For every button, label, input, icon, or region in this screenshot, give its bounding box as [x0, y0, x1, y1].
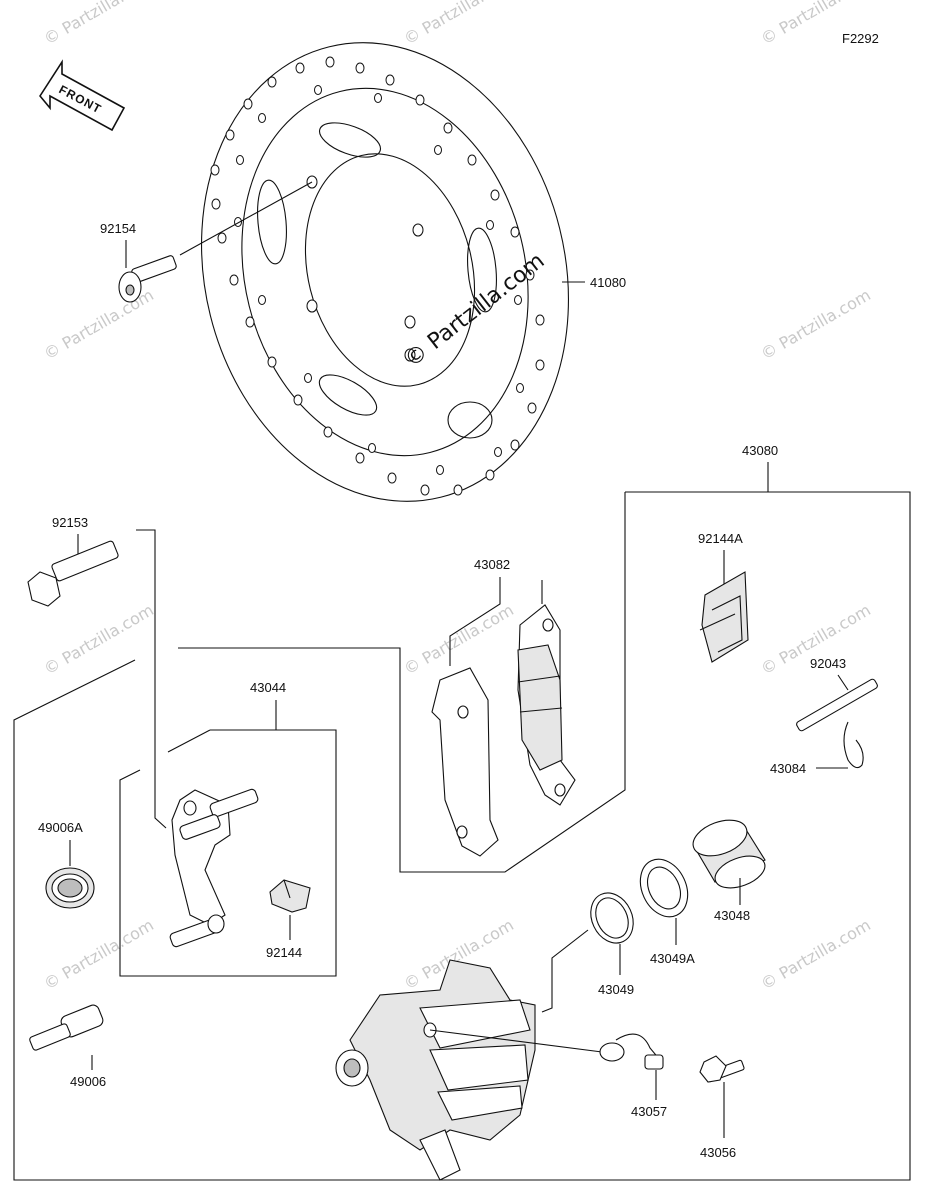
assembly-outline [13, 491, 911, 1181]
watermark: © Partzilla.com [41, 0, 157, 48]
bracket-outline [119, 729, 337, 977]
watermark: © Partzilla.com [41, 915, 157, 993]
dust-seal [639, 858, 689, 918]
part-label-43056[interactable]: 43056 [700, 1145, 736, 1160]
leader-line [136, 529, 167, 829]
leader-line [449, 577, 501, 666]
bracket-outline [167, 729, 211, 753]
front-arrow-icon: FRONT [39, 59, 126, 132]
pin-boot [45, 867, 95, 909]
part-label-43084[interactable]: 43084 [770, 761, 806, 776]
watermark: © Partzilla.com [401, 600, 517, 678]
pad-pin [796, 678, 878, 732]
caliper-bolt [27, 540, 119, 607]
watermark: © Partzilla.com [41, 600, 157, 678]
brake-disc [201, 42, 569, 502]
disc-bolt [118, 255, 177, 303]
part-label-43082[interactable]: 43082 [474, 557, 510, 572]
part-label-92144A[interactable]: 92144A [698, 531, 743, 546]
part-label-41080[interactable]: 41080 [590, 275, 626, 290]
part-label-92144[interactable]: 92144 [266, 945, 302, 960]
caliper-piston [692, 819, 766, 889]
leader-line [429, 1029, 603, 1053]
bleed-valve [699, 1055, 745, 1083]
part-label-92153[interactable]: 92153 [52, 515, 88, 530]
watermark: © Partzilla.com [401, 0, 517, 48]
brake-pad-front [517, 604, 576, 806]
part-label-49006[interactable]: 49006 [70, 1074, 106, 1089]
caliper-bracket [169, 788, 259, 948]
part-label-49006A[interactable]: 49006A [38, 820, 83, 835]
brake-pad-rear [431, 667, 499, 857]
pin-clip [843, 721, 864, 769]
leader-line [179, 181, 313, 256]
brake-caliper [335, 959, 536, 1181]
bracket-clip [269, 879, 311, 913]
part-label-43049[interactable]: 43049 [598, 982, 634, 997]
part-label-43049A[interactable]: 43049A [650, 951, 695, 966]
pad-outline [178, 492, 626, 873]
watermark: © Partzilla.com [758, 285, 874, 363]
pad-spring [699, 571, 749, 663]
part-label-43080[interactable]: 43080 [742, 443, 778, 458]
hose-fitting [599, 1033, 664, 1070]
part-label-92154[interactable]: 92154 [100, 221, 136, 236]
part-label-43048[interactable]: 43048 [714, 908, 750, 923]
part-label-43057[interactable]: 43057 [631, 1104, 667, 1119]
watermark: © Partzilla.com [758, 915, 874, 993]
part-label-43044[interactable]: 43044 [250, 680, 286, 695]
leader-line [837, 674, 849, 691]
piston-seal [590, 892, 634, 944]
leader-line [541, 929, 589, 1013]
slide-pin [29, 1004, 104, 1051]
watermark: © Partzilla.com [41, 285, 157, 363]
diagram-code: F2292 [842, 31, 879, 46]
part-label-92043[interactable]: 92043 [810, 656, 846, 671]
